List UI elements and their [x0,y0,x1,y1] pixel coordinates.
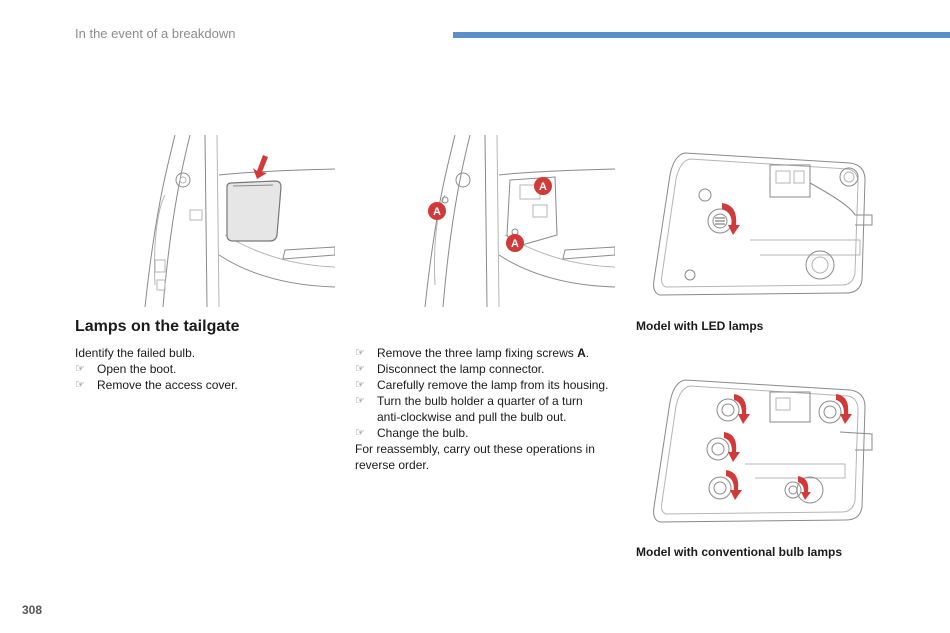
screw-label-a-bottom: A [511,238,519,250]
access-cover-shape [226,180,282,242]
conventional-lamp-illustration [653,379,873,523]
caption-led: Model with LED lamps [636,319,764,333]
screw-label-a-top: A [539,181,547,193]
list-item: ☞ Carefully remove the lamp from its hou… [355,378,609,392]
header-accent-bar [453,32,950,38]
bulb-holder-1 [716,394,750,424]
red-arrow-icon [253,155,268,179]
screw-label-a-left: A [433,206,441,218]
bulb-holder-3 [706,432,740,462]
hand-pointer-icon: ☞ [355,395,365,407]
lamp-screws-illustration: A A A [424,135,615,308]
list-item: ☞ Open the boot. [75,362,177,376]
section-title: Lamps on the tailgate [75,318,240,335]
page-number: 308 [22,603,43,617]
rotate-arrow-icon [722,203,740,235]
bulb-holder-2 [818,394,852,424]
reassembly-note-line2: reverse order. [355,458,430,472]
caption-conventional: Model with conventional bulb lamps [636,545,843,559]
bulb-holder-5 [784,476,811,500]
bulb-holder-4 [708,470,742,500]
page-header-title: In the event of a breakdown [75,26,236,41]
middle-instructions: ☞ Remove the three lamp fixing screws A.… [355,345,608,473]
list-item: ☞ Turn the bulb holder a quarter of a tu… [355,394,583,424]
left-instructions: Identify the failed bulb. ☞ Open the boo… [75,345,238,393]
reassembly-note-line1: For reassembly, carry out these operatio… [355,442,595,456]
hand-pointer-icon: ☞ [75,379,85,391]
intro-text: Identify the failed bulb. [75,346,196,360]
list-item: ☞ Disconnect the lamp connector. [355,362,545,376]
hand-pointer-icon: ☞ [355,427,365,439]
tailgate-access-cover-illustration [144,135,335,308]
hand-pointer-icon: ☞ [355,379,365,391]
hand-pointer-icon: ☞ [75,363,85,375]
list-item: ☞ Change the bulb. [355,426,469,440]
led-lamp-illustration [653,152,873,296]
hand-pointer-icon: ☞ [355,363,365,375]
list-item: ☞ Remove the three lamp fixing screws A. [355,346,590,360]
hand-pointer-icon: ☞ [355,347,365,359]
list-item: ☞ Remove the access cover. [75,378,238,392]
